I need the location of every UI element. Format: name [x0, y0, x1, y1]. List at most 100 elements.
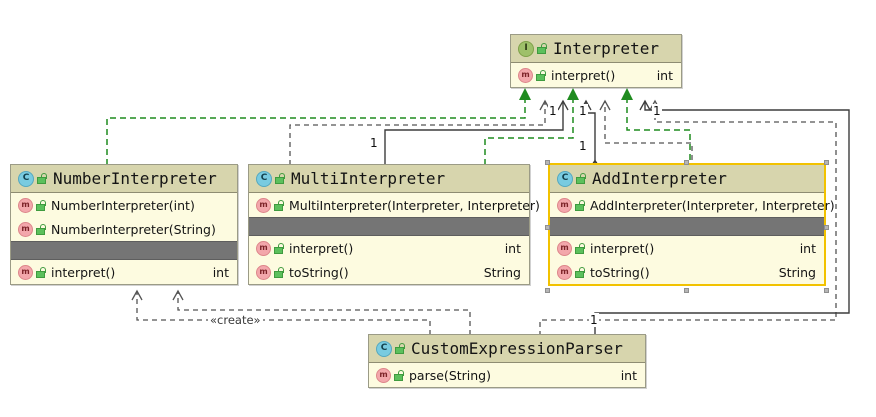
method-icon: m — [18, 197, 33, 213]
selection-handle-w[interactable] — [545, 225, 550, 230]
unlocked-padlock-icon — [575, 266, 585, 278]
selection-handle-sw[interactable] — [545, 288, 550, 293]
method-icon: m — [256, 197, 271, 213]
multiplicity-label-multi-diamond: 1 — [369, 136, 379, 150]
member-row[interactable]: m interpret() int — [249, 236, 529, 260]
class-name-multi-interpreter: MultiInterpreter — [291, 169, 446, 188]
method-icon: m — [557, 240, 572, 256]
unlocked-padlock-icon — [576, 173, 586, 184]
unlocked-padlock-icon — [536, 69, 546, 81]
member-name: interpret() — [51, 264, 116, 280]
unlocked-padlock-icon — [274, 266, 284, 278]
class-box-number-interpreter[interactable]: C NumberInterpreter m NumberInterpreter(… — [10, 164, 238, 285]
member-name: interpret() — [289, 240, 354, 256]
class-header-add-interpreter: C AddInterpreter — [550, 165, 824, 193]
method-icon: m — [18, 264, 33, 280]
member-section: m interpret() int — [511, 63, 681, 87]
member-name: parse(String) — [409, 367, 491, 383]
multiplicity-label-parser-diamond: 1 — [589, 313, 599, 327]
class-header-multi-interpreter: C MultiInterpreter — [249, 165, 529, 193]
member-name: NumberInterpreter(int) — [51, 197, 195, 213]
member-name: AddInterpreter(Interpreter, Interpreter) — [590, 197, 835, 213]
member-return-type: int — [504, 240, 521, 256]
member-row[interactable]: m toString() String — [550, 260, 824, 284]
edge-dependency-add-uses-interpreter — [599, 99, 693, 160]
edge-composition-multi-has-interpreter — [380, 99, 569, 180]
multiplicity-label-add-diamond: 1 — [578, 139, 588, 153]
class-name-add-interpreter: AddInterpreter — [592, 169, 727, 188]
unlocked-padlock-icon — [275, 173, 285, 184]
class-box-add-interpreter[interactable]: C AddInterpreter m AddInterpreter(Interp… — [548, 163, 835, 286]
unlocked-padlock-icon — [36, 266, 46, 278]
member-section: m AddInterpreter(Interpreter, Interprete… — [550, 193, 835, 217]
member-row[interactable]: m interpret() int — [550, 236, 824, 260]
unlocked-padlock-icon — [575, 199, 585, 211]
member-row[interactable]: m interpret() int — [11, 260, 237, 284]
unlocked-padlock-icon — [36, 199, 46, 211]
member-name: interpret() — [590, 240, 655, 256]
member-name: NumberInterpreter(String) — [51, 221, 216, 237]
member-return-type: String — [778, 264, 816, 280]
member-section: m interpret() int — [11, 260, 237, 284]
class-box-custom-expression-parser[interactable]: C CustomExpressionParser m parse(String)… — [368, 334, 646, 388]
member-row[interactable]: m MultiInterpreter(Interpreter, Interpre… — [249, 193, 540, 217]
selection-handle-nw[interactable] — [545, 160, 550, 165]
interface-icon: I — [518, 40, 534, 57]
section-divider-band — [249, 217, 529, 236]
unlocked-padlock-icon — [394, 369, 404, 381]
member-name: toString() — [590, 264, 650, 280]
member-section: m interpret() int m toString() String — [550, 236, 824, 284]
edge-realize-number-interpreter — [106, 88, 531, 165]
unlocked-padlock-icon — [274, 242, 284, 254]
unlocked-padlock-icon — [274, 199, 284, 211]
unlocked-padlock-icon — [37, 173, 47, 184]
member-row[interactable]: m interpret() int — [511, 63, 681, 87]
class-name-custom-expression-parser: CustomExpressionParser — [411, 339, 623, 358]
unlocked-padlock-icon — [36, 223, 46, 235]
class-box-interpreter[interactable]: I Interpreter m interpret() int — [510, 34, 682, 88]
selection-handle-ne[interactable] — [824, 160, 829, 165]
member-row[interactable]: m NumberInterpreter(int) — [11, 193, 237, 217]
class-icon: C — [256, 170, 272, 187]
member-section: m MultiInterpreter(Interpreter, Interpre… — [249, 193, 540, 217]
class-name-number-interpreter: NumberInterpreter — [53, 169, 217, 188]
multiplicity-label-b: 1 — [578, 104, 588, 118]
method-icon: m — [518, 67, 533, 83]
member-return-type: int — [799, 240, 816, 256]
member-row[interactable]: m toString() String — [249, 260, 529, 284]
method-icon: m — [18, 221, 33, 237]
member-row[interactable]: m NumberInterpreter(String) — [11, 217, 237, 241]
selection-handle-se[interactable] — [824, 288, 829, 293]
member-row[interactable]: m AddInterpreter(Interpreter, Interprete… — [550, 193, 835, 217]
multiplicity-label-a: 1 — [548, 104, 558, 118]
member-row[interactable]: m parse(String) int — [369, 363, 645, 387]
member-return-type: int — [212, 264, 229, 280]
selection-handle-n[interactable] — [684, 160, 689, 165]
member-return-type: String — [483, 264, 521, 280]
member-return-type: int — [656, 67, 673, 83]
create-stereotype-label: «create» — [208, 313, 263, 327]
multiplicity-label-c: 1 — [652, 104, 662, 118]
class-box-multi-interpreter[interactable]: C MultiInterpreter m MultiInterpreter(In… — [248, 164, 540, 285]
selection-handle-e[interactable] — [824, 225, 829, 230]
class-icon: C — [376, 340, 392, 357]
class-header-number-interpreter: C NumberInterpreter — [11, 165, 237, 193]
member-return-type: int — [620, 367, 637, 383]
class-header-interpreter: I Interpreter — [511, 35, 681, 63]
method-icon: m — [557, 264, 572, 280]
edge-dependency-parser-creates-number — [131, 289, 431, 335]
unlocked-padlock-icon — [575, 242, 585, 254]
method-icon: m — [256, 264, 271, 280]
selection-handle-s[interactable] — [684, 288, 689, 293]
member-name: MultiInterpreter(Interpreter, Interprete… — [289, 197, 540, 213]
member-name: interpret() — [551, 67, 616, 83]
method-icon: m — [376, 367, 391, 383]
member-name: toString() — [289, 264, 349, 280]
unlocked-padlock-icon — [395, 343, 405, 354]
class-header-custom-expression-parser: C CustomExpressionParser — [369, 335, 645, 363]
method-icon: m — [256, 240, 271, 256]
class-icon: C — [557, 170, 573, 187]
method-icon: m — [557, 197, 572, 213]
member-section: m NumberInterpreter(int) m NumberInterpr… — [11, 193, 237, 241]
